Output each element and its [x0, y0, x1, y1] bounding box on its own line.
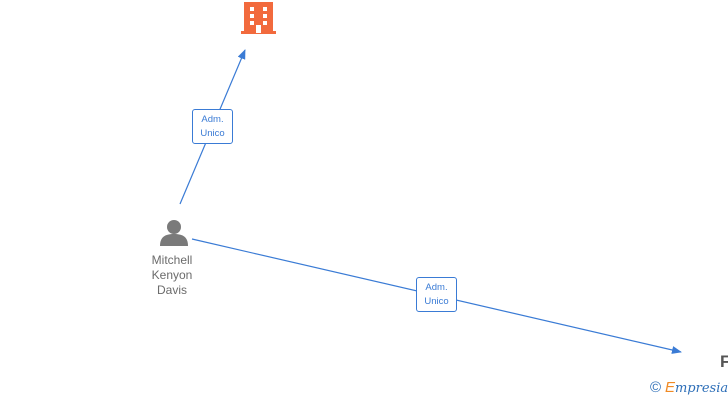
edge-label-line1: Adm.: [201, 114, 224, 125]
edge-label-adm-unico: Adm. Unico: [192, 109, 233, 144]
person-name-label[interactable]: Mitchell Kenyon Davis: [132, 253, 212, 298]
edge-label-adm-unico: Adm. Unico: [416, 277, 457, 312]
person-name-line: Davis: [156, 283, 187, 297]
building-icon[interactable]: [241, 2, 276, 34]
copyright-symbol: ©: [650, 379, 662, 396]
edge-label-line1: Adm.: [425, 282, 448, 293]
offscreen-node-label[interactable]: F: [720, 352, 728, 371]
empresia-watermark: © Empresia: [650, 379, 728, 396]
person-name-line: Kenyon: [151, 268, 193, 282]
edge-label-line2: Unico: [200, 128, 225, 139]
edge-label-line2: Unico: [424, 296, 449, 307]
brand-initial: E: [664, 379, 675, 396]
person-name-line: Mitchell: [151, 253, 193, 267]
person-icon[interactable]: [160, 220, 188, 246]
brand-name: mpresia: [674, 381, 728, 396]
